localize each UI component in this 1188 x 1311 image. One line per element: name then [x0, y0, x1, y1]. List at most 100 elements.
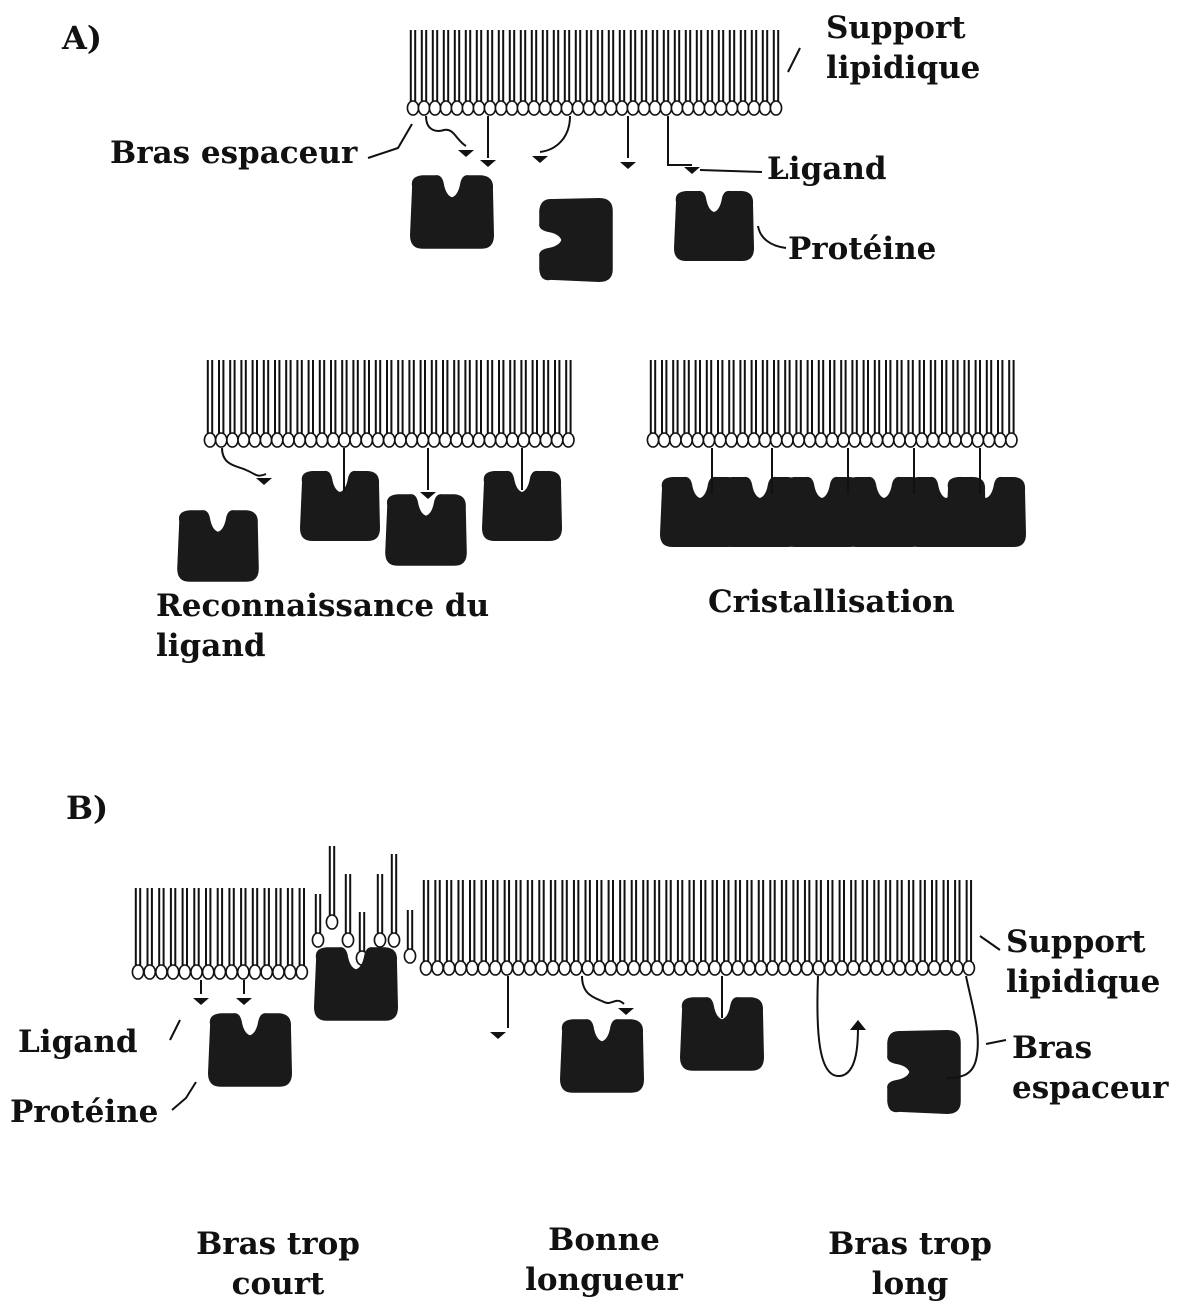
lipid-molecule: [692, 360, 703, 447]
lipid-molecule: [894, 360, 905, 447]
lipid-molecule: [132, 888, 143, 979]
protein-good-length-1: [560, 1019, 644, 1093]
lipid-molecule: [755, 880, 766, 975]
lipid-molecule: [767, 880, 778, 975]
lipid-molecule: [552, 360, 563, 447]
lipid-molecule: [802, 880, 813, 975]
lipid-molecule: [871, 880, 882, 975]
support-lipidique-label-line1: Support: [826, 10, 966, 46]
lipid-molecule: [929, 880, 940, 975]
spacer-arm: [582, 976, 624, 1004]
lipid-molecule: [916, 360, 927, 447]
lipid-molecule: [759, 30, 770, 115]
lipid-molecule: [715, 30, 726, 115]
lipid-molecule: [594, 880, 605, 975]
lipid-molecule: [906, 880, 917, 975]
spacer-arm: [222, 448, 266, 476]
lipid-molecule: [260, 360, 271, 447]
lipid-molecule: [214, 888, 225, 979]
lipid-disrupted: [312, 846, 415, 965]
lipid-molecule: [883, 360, 894, 447]
lipid-molecule: [748, 30, 759, 115]
lipid-support-b-left: [132, 888, 307, 979]
lipid-molecule: [859, 880, 870, 975]
spacer-arm: [540, 116, 570, 152]
lipid-molecule: [813, 880, 824, 975]
lipid-molecule: [939, 360, 950, 447]
leader-bras-espaceur: [368, 124, 412, 158]
lipid-molecule: [782, 360, 793, 447]
lipid-molecule: [432, 880, 443, 975]
lipid-molecule: [296, 888, 307, 979]
protein-recognition-3: [385, 494, 467, 566]
lipid-support-crystal: [647, 360, 1017, 447]
lipid-molecule: [952, 880, 963, 975]
lipid-molecule: [927, 360, 938, 447]
proteine-b-label: Protéine: [10, 1094, 158, 1130]
lipid-molecule: [583, 30, 594, 115]
lipid-molecule: [660, 30, 671, 115]
lipid-molecule: [983, 360, 994, 447]
bras-espaceur-label: Bras espaceur: [110, 135, 357, 171]
lipid-molecule: [659, 360, 670, 447]
lipid-molecule: [627, 30, 638, 115]
lipid-molecule: [513, 880, 524, 975]
lipid-molecule: [793, 360, 804, 447]
leader-support-b: [980, 936, 1000, 950]
lipid-molecule: [628, 880, 639, 975]
ligand-mark: [420, 492, 436, 499]
lipid-molecule: [455, 880, 466, 975]
protein-short-arm: [208, 1013, 292, 1087]
lipid-molecule: [917, 880, 928, 975]
lipid-molecule: [203, 888, 214, 979]
lipid-molecule: [704, 30, 715, 115]
protein-a2: [539, 198, 613, 282]
panel-a-label: A): [62, 20, 102, 56]
lipid-molecule: [703, 360, 714, 447]
lipid-molecule: [484, 360, 495, 447]
ligand-mark: [620, 162, 636, 169]
lipid-molecule: [605, 30, 616, 115]
lipid-molecule: [261, 888, 272, 979]
lipid-molecule: [790, 880, 801, 975]
lipid-molecule: [726, 30, 737, 115]
lipid-molecule: [771, 360, 782, 447]
lipid-molecule: [670, 360, 681, 447]
ligand-mark: [684, 167, 700, 174]
cristallisation-caption: Cristallisation: [708, 584, 955, 620]
lipid-molecule: [249, 360, 260, 447]
lipid-molecule: [715, 360, 726, 447]
support-lipidique-label-line2: lipidique: [826, 50, 980, 86]
lipid-molecule: [617, 880, 628, 975]
ligand-mark: [490, 1032, 506, 1039]
lipid-molecule: [272, 360, 283, 447]
lipid-molecule: [473, 30, 484, 115]
lipid-molecule: [726, 360, 737, 447]
lipid-molecule: [675, 880, 686, 975]
ligand-mark: [532, 156, 548, 163]
lipid-molecule: [444, 880, 455, 975]
lipid-molecule: [428, 360, 439, 447]
lipid-molecule: [440, 30, 451, 115]
lipid-molecule: [144, 888, 155, 979]
lipid-molecule: [517, 30, 528, 115]
lipid-molecule: [759, 360, 770, 447]
lipid-molecule: [559, 880, 570, 975]
lipid-molecule: [518, 360, 529, 447]
lipid-molecule: [721, 880, 732, 975]
bras-trop-long-caption-line2: long: [872, 1266, 949, 1302]
lipid-molecule: [216, 360, 227, 447]
leader-ligand: [700, 170, 762, 172]
lipid-molecule: [804, 360, 815, 447]
panel-b-label: B): [66, 790, 108, 826]
lipid-molecule: [882, 880, 893, 975]
lipid-molecule: [179, 888, 190, 979]
lipid-molecule: [285, 888, 296, 979]
lipid-molecule: [316, 360, 327, 447]
spacer-arm: [426, 116, 466, 146]
protein-a1: [410, 175, 494, 249]
lipid-molecule: [963, 880, 974, 975]
lipid-molecule: [950, 360, 961, 447]
lipid-molecule: [418, 30, 429, 115]
